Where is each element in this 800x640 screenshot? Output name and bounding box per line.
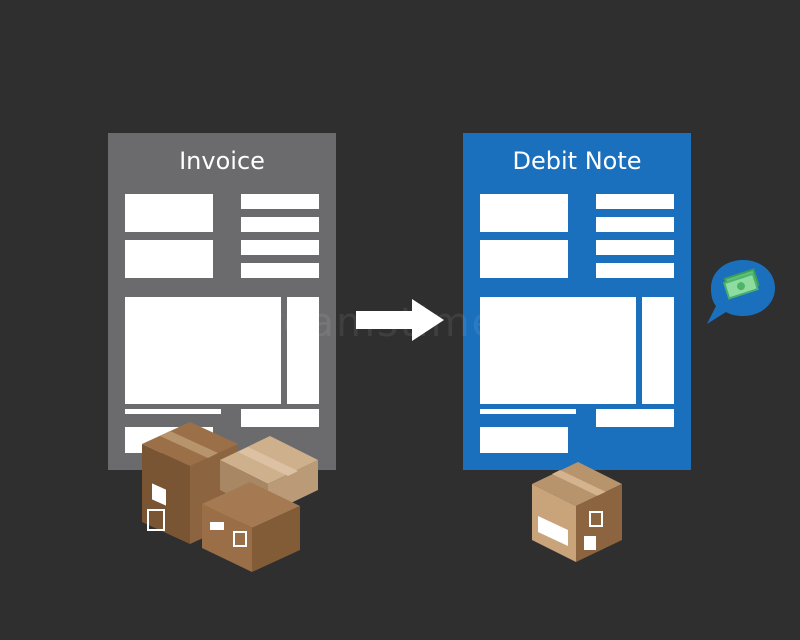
invoice-footer-total [241, 409, 319, 427]
debit-footer-block [480, 427, 568, 453]
invoice-block-mid-left [125, 240, 213, 278]
debit-line-1 [596, 194, 674, 209]
invoice-footer-line-1 [125, 409, 221, 414]
debit-block-mid-left [480, 240, 568, 278]
invoice-body-column [287, 297, 319, 404]
debit-block-top-left [480, 194, 568, 232]
invoice-line-4 [241, 263, 319, 278]
money-speech-bubble-icon [707, 260, 775, 324]
package-icon [532, 462, 622, 562]
debit-footer-line-1 [480, 409, 576, 414]
debit-note-title: Debit Note [512, 147, 642, 175]
invoice-block-top-left [125, 194, 213, 232]
debit-note-document: Debit Note [463, 133, 691, 470]
invoice-line-2 [241, 217, 319, 232]
debit-body-column [642, 297, 674, 404]
debit-footer-total [596, 409, 674, 427]
debit-line-4 [596, 263, 674, 278]
invoice-body-area [125, 297, 281, 404]
invoice-document: Invoice [108, 133, 336, 470]
debit-line-2 [596, 217, 674, 232]
debit-line-3 [596, 240, 674, 255]
invoice-line-1 [241, 194, 319, 209]
package-stack-icon [142, 422, 318, 572]
right-arrow-icon [356, 299, 444, 341]
invoice-title: Invoice [179, 147, 265, 175]
debit-body-area [480, 297, 636, 404]
invoice-line-3 [241, 240, 319, 255]
